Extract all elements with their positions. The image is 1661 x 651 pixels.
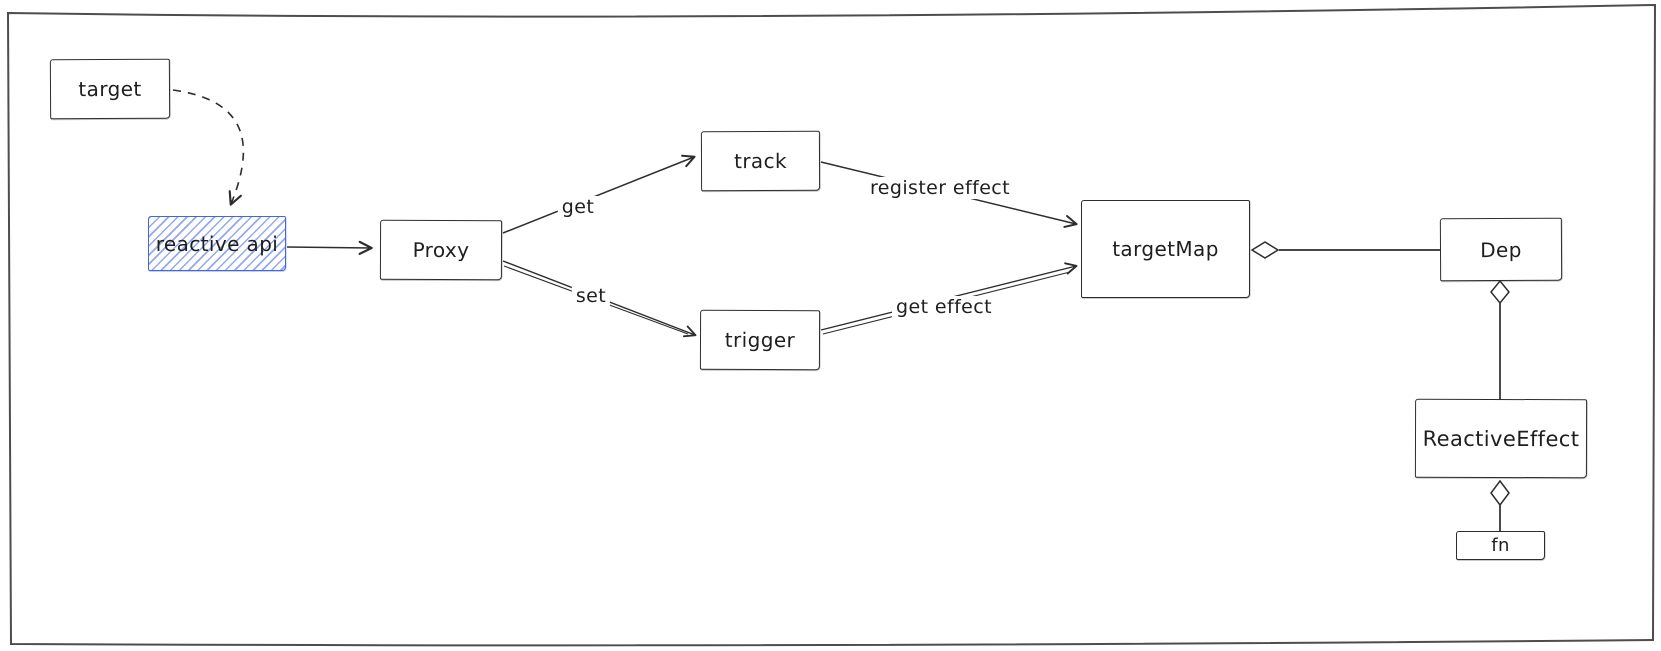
- node-fn: fn: [1456, 531, 1545, 560]
- node-dep-label: Dep: [1480, 237, 1522, 262]
- aggregation-diamond-targetmap: [1250, 241, 1280, 259]
- node-target: target: [49, 58, 171, 120]
- node-target-label: target: [78, 76, 142, 102]
- aggregation-diamond-dep: [1490, 279, 1510, 305]
- edge-target-to-reactive-api: [172, 89, 245, 206]
- node-dep: Dep: [1439, 217, 1563, 282]
- node-reactive-api-label: reactive api: [155, 231, 279, 256]
- node-targetmap-label: targetMap: [1112, 237, 1219, 261]
- edge-reactive-api-to-proxy: [286, 240, 373, 255]
- node-track: track: [700, 130, 821, 192]
- edge-label-get-effect: get effect: [892, 296, 996, 318]
- node-reactive-api: reactive api: [148, 216, 286, 271]
- node-proxy: Proxy: [379, 219, 503, 281]
- edge-proxy-to-track: [502, 154, 696, 234]
- edge-label-get: get: [557, 196, 599, 218]
- edge-label-register-effect: register effect: [866, 177, 1014, 199]
- edge-label-set: set: [571, 285, 611, 307]
- node-track-label: track: [734, 148, 787, 174]
- canvas-frame: [6, 3, 1657, 647]
- aggregation-diamond-reactiveeffect: [1490, 479, 1510, 507]
- node-reactiveeffect: ReactiveEffect: [1414, 398, 1588, 479]
- node-proxy-label: Proxy: [412, 237, 470, 263]
- node-trigger-label: trigger: [724, 327, 796, 353]
- node-reactiveeffect-label: ReactiveEffect: [1422, 426, 1580, 451]
- node-fn-label: fn: [1491, 535, 1510, 556]
- node-targetmap: targetMap: [1081, 200, 1250, 298]
- node-trigger: trigger: [699, 309, 821, 371]
